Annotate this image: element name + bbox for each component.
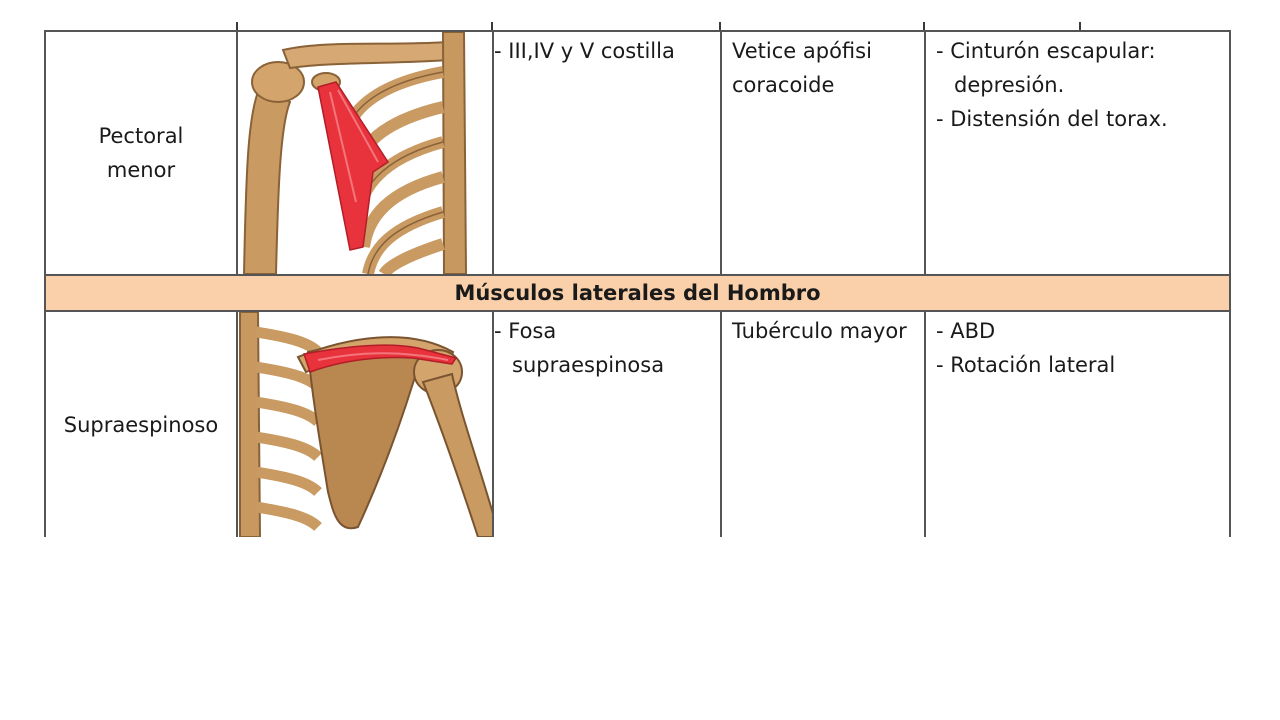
muscle-name: Pectoral bbox=[98, 124, 184, 148]
supraspinatus-illustration-icon bbox=[239, 313, 491, 537]
column-divider-stub bbox=[923, 22, 925, 31]
actions-cell: - ABD - Rotación lateral bbox=[924, 310, 1231, 537]
table-row: Pectoral menor bbox=[44, 30, 1231, 276]
insertion-cell: Tubérculo mayor bbox=[720, 310, 926, 537]
action-item: - Cinturón escapular: depresión. bbox=[936, 39, 1156, 97]
origin-text: - III,IV y V costilla bbox=[494, 39, 675, 63]
section-header-row: Músculos laterales del Hombro bbox=[44, 274, 1231, 312]
insertion-text: Vetice apófisi coracoide bbox=[732, 39, 872, 97]
origin-cell: - Fosa supraespinosa bbox=[492, 310, 722, 537]
action-item: - Rotación lateral bbox=[936, 353, 1116, 377]
column-divider-stub bbox=[719, 22, 721, 31]
origin-text: - Fosa supraespinosa bbox=[494, 319, 665, 377]
insertion-text: Tubérculo mayor bbox=[732, 319, 907, 343]
pectoral-minor-illustration-icon bbox=[239, 33, 491, 273]
muscle-name: menor bbox=[106, 158, 176, 182]
previous-row-edge bbox=[0, 0, 1280, 31]
column-divider-stub bbox=[1079, 22, 1081, 31]
muscle-name-cell: Supraespinoso bbox=[44, 310, 238, 537]
section-title: Músculos laterales del Hombro bbox=[44, 274, 1231, 312]
muscle-table: Pectoral menor bbox=[44, 30, 1231, 537]
actions-cell: - Cinturón escapular: depresión. - Diste… bbox=[924, 30, 1231, 276]
origin-cell: - III,IV y V costilla bbox=[492, 30, 722, 276]
table-row: Supraespinoso bbox=[44, 310, 1231, 537]
column-divider-stub bbox=[236, 22, 238, 31]
muscle-name-cell: Pectoral menor bbox=[44, 30, 238, 276]
action-item: - ABD bbox=[936, 319, 996, 343]
insertion-cell: Vetice apófisi coracoide bbox=[720, 30, 926, 276]
supraspinatus-illustration-cell bbox=[236, 310, 494, 537]
column-divider-stub bbox=[491, 22, 493, 31]
muscle-name: Supraespinoso bbox=[63, 412, 219, 437]
pectoral-minor-illustration-cell bbox=[236, 30, 494, 276]
action-item: - Distensión del torax. bbox=[936, 107, 1168, 131]
